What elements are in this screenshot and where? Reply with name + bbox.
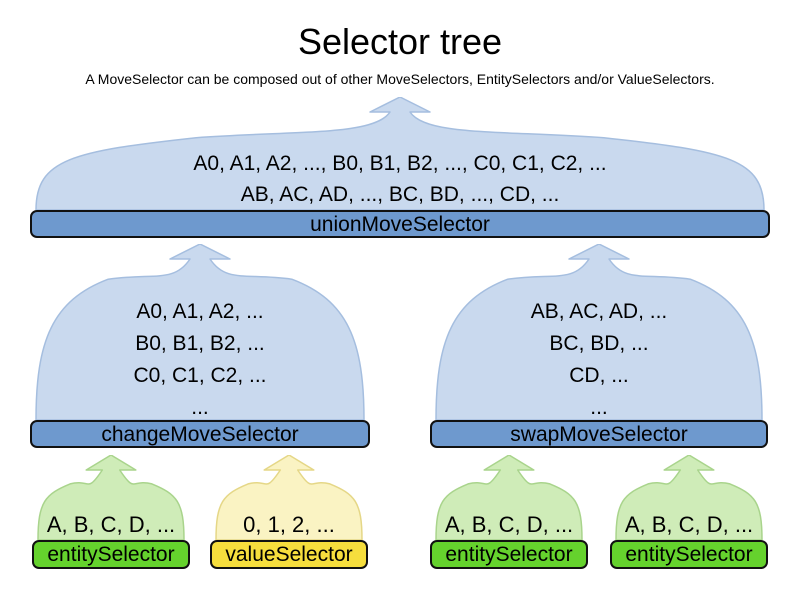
selection-item-line: BC, BD, ... [549,332,649,355]
selection-items: A0, A1, A2, ... B0, B1, B2, ... C0, C1, C2… [30,296,370,424]
selection-item-line: 0, 1, 2, ... [243,512,335,537]
selection-items: A0, A1, A2, ..., B0, B1, B2, ..., C0, C1… [30,148,770,210]
arch-arrow-shape [435,455,583,540]
node-swap-swapMoveSelector: AB, AC, AD, ... BC, BD, ... CD, ......swap… [430,244,768,448]
selection-item-line: A, B, C, D, ... [46,512,176,537]
selection-item-line: A0, A1, A2, ... [136,300,264,323]
selection-items: A, B, C, D, ... [32,511,190,539]
entitySelector-bar: entitySelector [610,540,768,569]
selection-items: 0, 1, 2, ... [210,511,368,539]
selection-item-line: ... [191,396,209,419]
selection-items: A, B, C, D, ... [430,511,588,539]
selection-item-line: A0, A1, A2, ..., B0, B1, B2, ..., C0, C1… [193,152,607,175]
selection-item-line: CD, ... [569,364,629,387]
arch-arrow-shape [37,455,185,540]
selection-item-line: A, B, C, D, ... [444,512,574,537]
selection-items: A, B, C, D, ... [610,511,768,539]
swapMoveSelector-bar: swapMoveSelector [430,420,768,448]
selection-items: AB, AC, AD, ... BC, BD, ... CD, ...... [430,296,768,424]
selection-item-line: AB, AC, AD, ..., BC, BD, ..., CD, ... [240,183,560,206]
arch-arrow-shape [215,455,363,540]
node-entity2-entitySelector: A, B, C, D, ... entitySelector [430,455,588,569]
entitySelector-bar: entitySelector [430,540,588,569]
selection-item-line: AB, AC, AD, ... [530,300,668,323]
node-change-changeMoveSelector: A0, A1, A2, ... B0, B1, B2, ... C0, C1, C2… [30,244,370,448]
node-value1-valueSelector: 0, 1, 2, ... valueSelector [210,455,368,569]
arch-arrow-shape [435,244,763,420]
arch-arrow-shape [615,455,763,540]
selection-item-line: A, B, C, D, ... [624,512,754,537]
selection-item-line: B0, B1, B2, ... [135,332,265,355]
node-entity3-entitySelector: A, B, C, D, ... entitySelector [610,455,768,569]
entitySelector-bar: entitySelector [32,540,190,569]
changeMoveSelector-bar: changeMoveSelector [30,420,370,448]
arch-arrow-shape [35,244,365,420]
selection-item-line: ... [590,396,608,419]
page-title: Selector tree [297,21,503,62]
node-union-unionMoveSelector: A0, A1, A2, ..., B0, B1, B2, ..., C0, C1… [30,97,770,238]
arch-arrow-shape [35,97,765,210]
valueSelector-bar: valueSelector [210,540,368,569]
node-entity1-entitySelector: A, B, C, D, ... entitySelector [32,455,190,569]
unionMoveSelector-bar: unionMoveSelector [30,210,770,238]
selection-item-line: C0, C1, C2, ... [133,364,267,387]
subtitle: A MoveSelector can be composed out of ot… [85,71,715,87]
